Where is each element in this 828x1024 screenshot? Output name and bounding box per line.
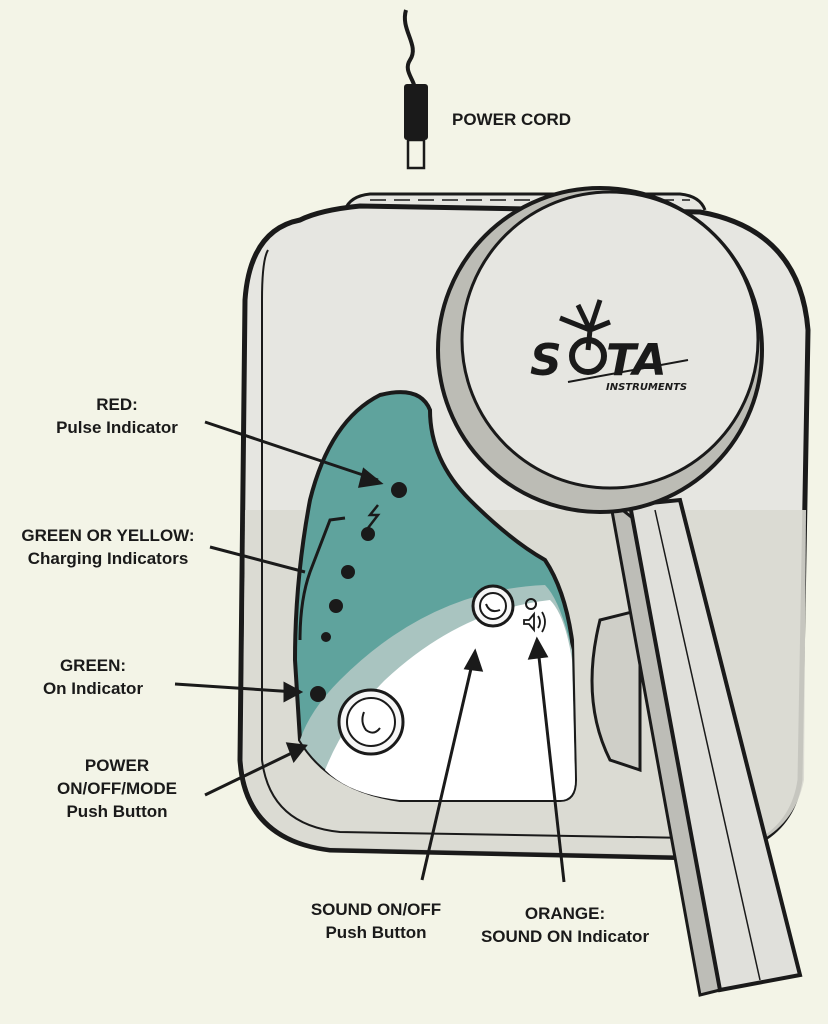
green-indicator-desc: On Indicator — [42, 679, 144, 698]
probe-head — [460, 190, 760, 490]
sound-button-line2: Push Button — [325, 923, 427, 942]
orange-indicator-label: ORANGE: SOUND ON Indicator — [462, 902, 668, 948]
charging-bracket — [298, 516, 346, 641]
power-button-line3: Push Button — [66, 802, 168, 821]
orange-indicator-title: ORANGE: — [524, 904, 606, 923]
power-cord-plug — [404, 84, 428, 140]
power-button[interactable] — [337, 688, 405, 756]
logo-brand-rest: TA — [606, 335, 667, 386]
charging-indicator-label: GREEN OR YELLOW: Charging Indicators — [10, 524, 206, 570]
red-indicator-label: RED: Pulse Indicator — [42, 393, 192, 439]
charging-indicator-2 — [341, 565, 355, 579]
arrow-green — [174, 682, 297, 694]
logo-figure-icon — [559, 299, 611, 351]
red-indicator-title: RED: — [96, 395, 138, 414]
sound-button-label: SOUND ON/OFF Push Button — [296, 898, 456, 944]
arrow-power — [204, 748, 299, 797]
arrow-charging — [209, 545, 306, 574]
green-indicator-label: GREEN: On Indicator — [28, 654, 158, 700]
power-button-line1: POWER — [84, 756, 150, 775]
speaker-icon — [523, 611, 546, 633]
green-on-indicator — [310, 686, 326, 702]
green-indicator-title: GREEN: — [59, 656, 127, 675]
arrow-red — [204, 420, 379, 482]
power-cord-tip — [406, 138, 426, 170]
power-button-line2: ON/OFF/MODE — [57, 779, 177, 798]
indicator-lights — [310, 482, 546, 702]
lightning-icon — [367, 504, 381, 529]
sota-logo: S TA INSTRUMENTS — [530, 299, 689, 393]
arrow-orange — [536, 647, 566, 883]
orange-sound-indicator — [525, 598, 537, 610]
callout-arrows — [174, 420, 566, 883]
power-cord — [402, 9, 428, 170]
charging-indicator-3 — [329, 599, 343, 613]
charging-indicator-title: GREEN OR YELLOW: — [21, 526, 195, 545]
charging-indicator-desc: Charging Indicators — [27, 549, 189, 568]
sound-button[interactable] — [471, 584, 515, 628]
arrow-sound — [420, 659, 475, 881]
charging-indicator-1 — [361, 527, 375, 541]
red-pulse-indicator — [391, 482, 407, 498]
red-indicator-desc: Pulse Indicator — [56, 418, 178, 437]
orange-indicator-desc: SOUND ON Indicator — [480, 927, 650, 946]
logo-brand-s: S — [530, 335, 562, 386]
power-button-label: POWER ON/OFF/MODE Push Button — [42, 754, 192, 823]
charging-indicator-4 — [321, 632, 331, 642]
sound-button-line1: SOUND ON/OFF — [310, 900, 442, 919]
power-cord-label: POWER CORD — [452, 108, 571, 131]
power-cord-label-text: POWER CORD — [452, 110, 571, 129]
logo-subtitle: INSTRUMENTS — [606, 382, 687, 393]
